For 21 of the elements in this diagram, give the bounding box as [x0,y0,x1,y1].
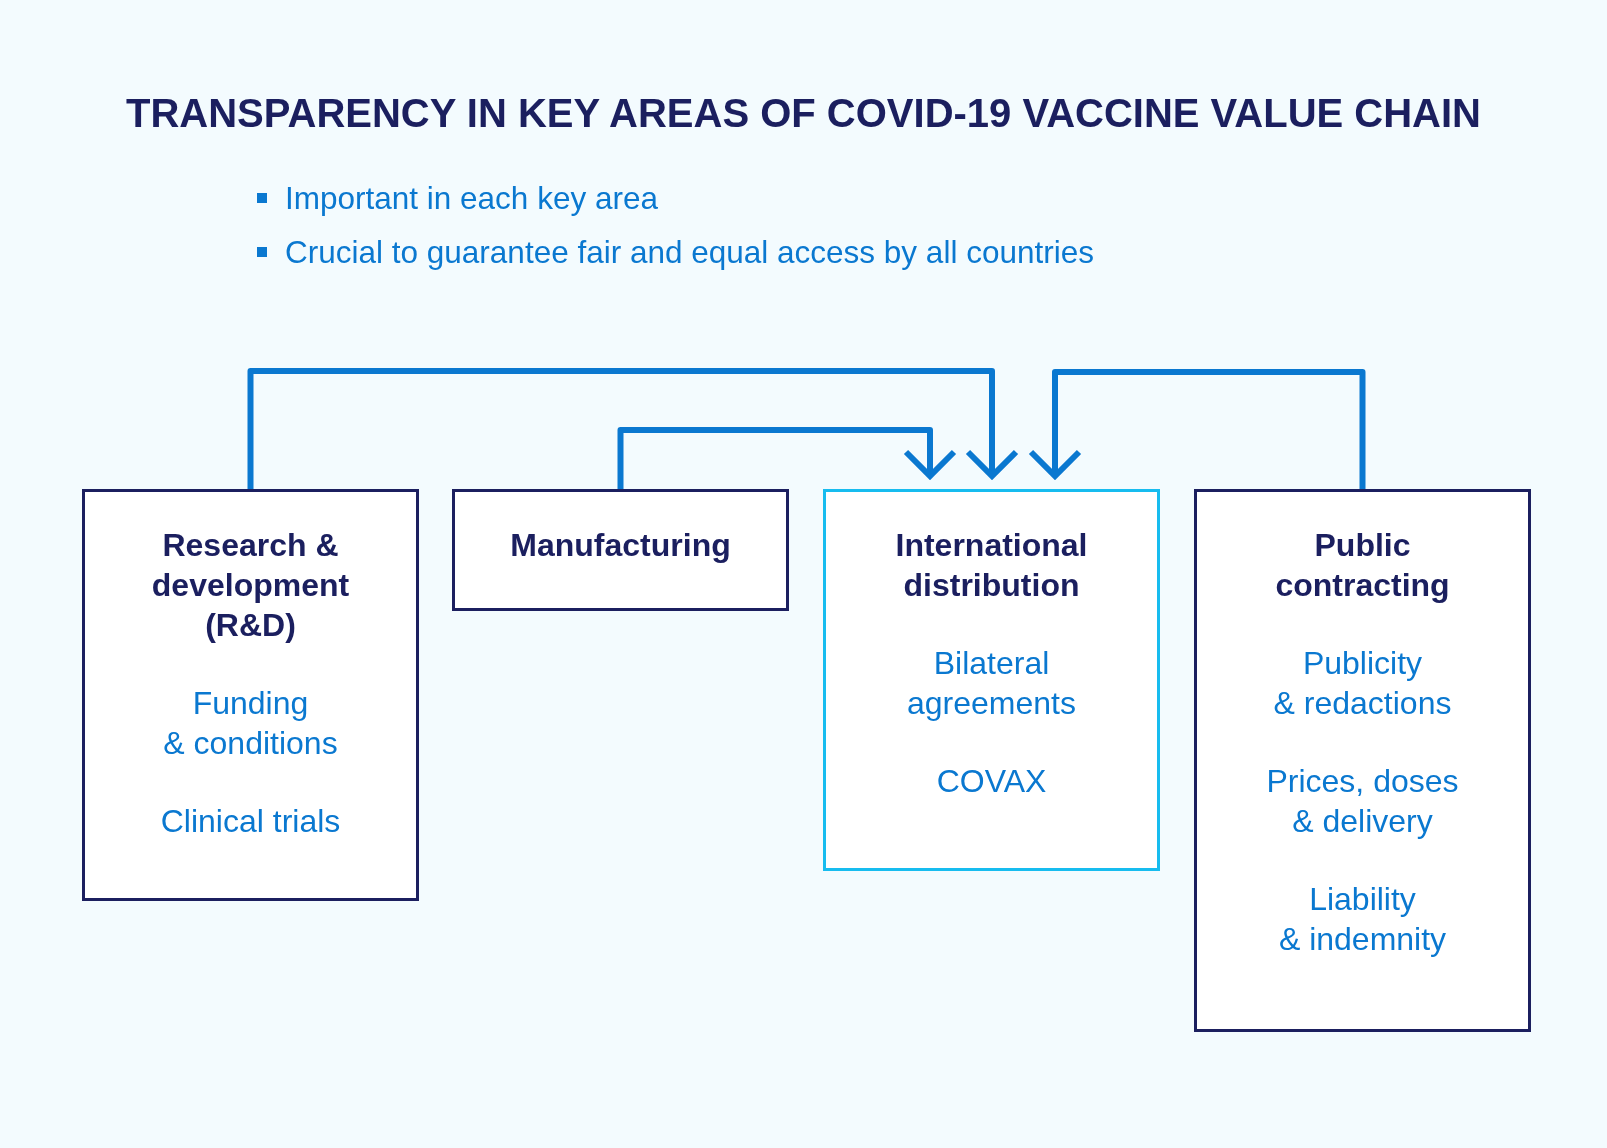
item-text: Liability & indemnity [1277,880,1448,959]
area-box [452,489,789,611]
box-title: International distribution [894,526,1089,605]
box-title: Research & development (R&D) [150,526,351,645]
box-title: Public contracting [1274,526,1451,605]
item-text: COVAX [935,762,1048,801]
bullet-text: Important in each key area [285,179,658,217]
area-box [1194,489,1531,1032]
item-text: Clinical trials [159,802,342,841]
item-text: Bilateral agreements [906,644,1077,723]
area-box [823,489,1160,871]
connector-arrow [247,368,1019,489]
connector-arrow [1028,369,1366,489]
connector-arrow [617,427,957,489]
diagram-title: TRANSPARENCY IN KEY AREAS OF COVID-19 VACCINE VALUE CHAIN [126,90,1481,137]
item-text: Publicity & redactions [1272,644,1453,723]
bullet-text: Crucial to guarantee fair and equal access by all countries [285,233,1094,271]
box-title: Manufacturing [509,526,732,565]
area-box [82,489,419,901]
item-text: Prices, doses & delivery [1265,762,1460,841]
item-text: Funding & conditions [162,684,339,763]
